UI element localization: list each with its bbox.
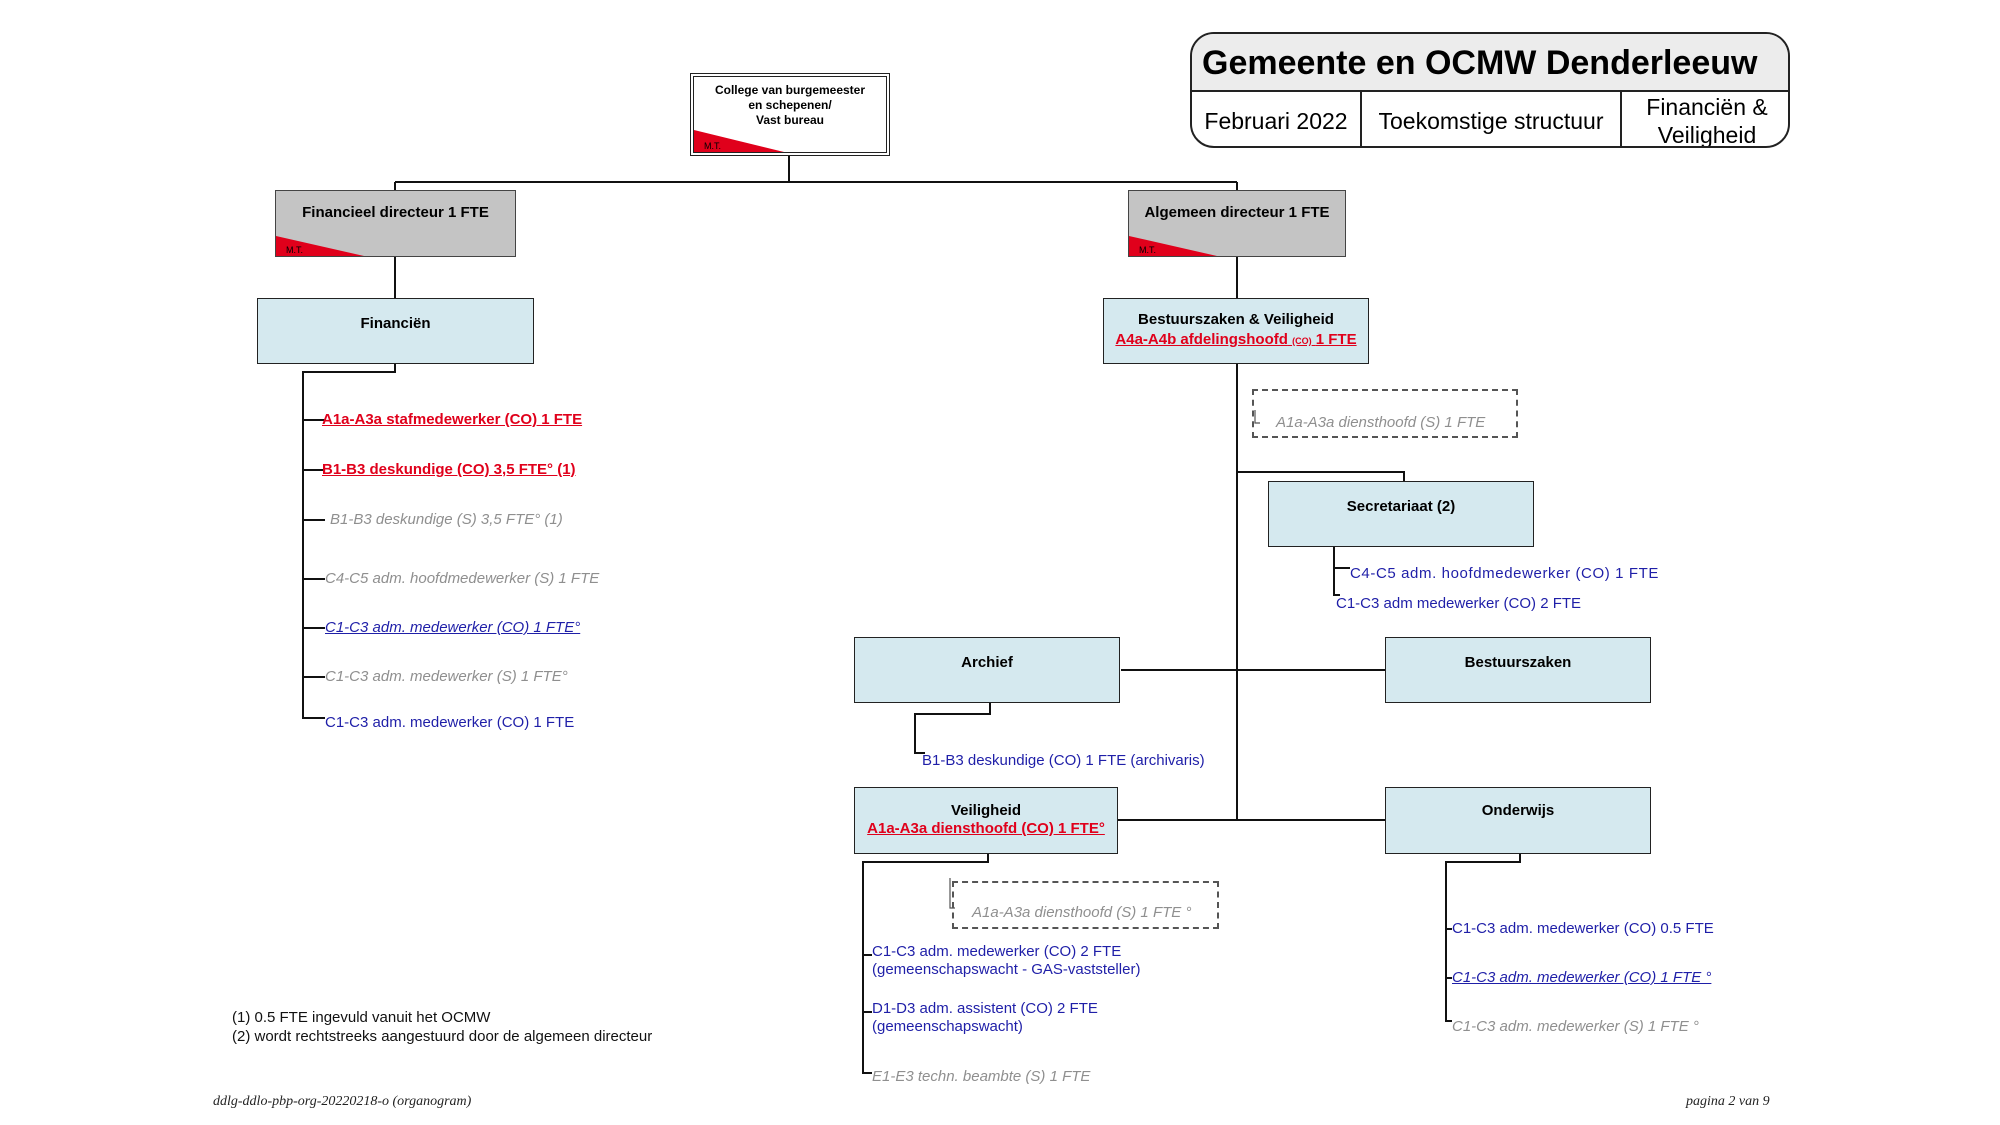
algemeen-directeur-label: Algemeen directeur 1 FTE <box>1144 204 1330 221</box>
college-line-1: College van burgemeester <box>714 83 866 97</box>
veiligheid-item-2-line-1: D1-D3 adm. assistent (CO) 2 FTE <box>872 1000 1098 1017</box>
financieel-directeur-box: Financieel directeur 1 FTE M.T. <box>275 190 516 257</box>
veiligheid-item-3: E1-E3 techn. beambte (S) 1 FTE <box>872 1068 1091 1085</box>
vacant-veiligheid-label: A1a-A3a diensthoofd (S) 1 FTE ° <box>972 904 1192 921</box>
bestuurszaken-veiligheid-title: Bestuurszaken & Veiligheid <box>1138 311 1334 328</box>
bestuurszaken-box: Bestuurszaken <box>1385 637 1651 703</box>
veiligheid-item-1-line-1: C1-C3 adm. medewerker (CO) 2 FTE <box>872 943 1122 960</box>
financien-item-5: C1-C3 adm. medewerker (CO) 1 FTE° <box>325 619 581 636</box>
college-line-2: en schepenen/ <box>748 98 832 112</box>
bestuurszaken-veiligheid-box: Bestuurszaken & Veiligheid A4a-A4b afdel… <box>1103 298 1369 364</box>
mt-badge: M.T. <box>1129 236 1217 256</box>
secretariaat-box: Secretariaat (2) <box>1268 481 1534 547</box>
veiligheid-title: Veiligheid <box>950 802 1022 819</box>
onderwijs-item-2: C1-C3 adm. medewerker (CO) 1 FTE ° <box>1452 969 1712 986</box>
note-2: (2) wordt rechtstreeks aangestuurd door … <box>232 1028 653 1045</box>
algemeen-directeur-box: Algemeen directeur 1 FTE M.T. <box>1128 190 1346 257</box>
department-line-2: Veiligheid <box>1657 122 1757 148</box>
financien-item-1: A1a-A3a stafmedewerker (CO) 1 FTE <box>322 411 583 428</box>
afdelingshoofd-co: (CO) <box>1292 336 1312 346</box>
svg-text:M.T.: M.T. <box>1139 245 1156 255</box>
archief-item: B1-B3 deskundige (CO) 1 FTE (archivaris) <box>922 752 1205 769</box>
afdelingshoofd-label: A4a-A4b afdelingshoofd (CO) 1 FTE <box>1104 331 1368 348</box>
veiligheid-box: Veiligheid A1a-A3a diensthoofd (CO) 1 FT… <box>854 787 1118 854</box>
bestuurszaken-title: Bestuurszaken <box>1464 654 1572 671</box>
veiligheid-diensthoofd: A1a-A3a diensthoofd (CO) 1 FTE° <box>867 820 1105 837</box>
college-box: College van burgemeester en schepenen/ V… <box>690 73 890 156</box>
financien-item-4: C4-C5 adm. hoofdmedewerker (S) 1 FTE <box>325 570 600 587</box>
onderwijs-title: Onderwijs <box>1481 802 1555 819</box>
footer-page-number: pagina 2 van 9 <box>1686 1094 1770 1109</box>
secretariaat-item-2: C1-C3 adm medewerker (CO) 2 FTE <box>1336 595 1582 612</box>
archief-title: Archief <box>961 654 1013 671</box>
vacant-diensthoofd-label: A1a-A3a diensthoofd (S) 1 FTE <box>1276 414 1486 431</box>
secretariaat-title: Secretariaat (2) <box>1346 498 1456 515</box>
financien-item-7: C1-C3 adm. medewerker (CO) 1 FTE <box>325 714 575 731</box>
onderwijs-item-1: C1-C3 adm. medewerker (CO) 0.5 FTE <box>1452 920 1714 937</box>
svg-text:M.T.: M.T. <box>286 245 303 255</box>
financieel-directeur-label: Financieel directeur 1 FTE <box>302 204 489 221</box>
veiligheid-item-1-line-2: (gemeenschapswacht - GAS-vaststeller) <box>872 961 1141 978</box>
veiligheid-item-2: D1-D3 adm. assistent (CO) 2 FTE (gemeens… <box>872 1000 1098 1036</box>
mt-badge: M.T. <box>694 130 784 152</box>
footer-filename: ddlg-ddlo-pbp-org-20220218-o (organogram… <box>213 1094 472 1109</box>
department-line-1: Financiën & <box>1646 94 1768 120</box>
org-title: Gemeente en OCMW Denderleeuw <box>1192 34 1788 92</box>
vacant-veiligheid-box <box>952 881 1219 929</box>
veiligheid-item-2-line-2: (gemeenschapswacht) <box>872 1018 1023 1035</box>
financien-title: Financiën <box>360 315 431 332</box>
svg-text:M.T.: M.T. <box>704 141 721 151</box>
date-cell: Februari 2022 <box>1192 92 1362 146</box>
college-line-3: Vast bureau <box>755 113 825 127</box>
veiligheid-item-1: C1-C3 adm. medewerker (CO) 2 FTE (gemeen… <box>872 943 1140 979</box>
afdelingshoofd-text: A4a-A4b afdelingshoofd <box>1115 331 1288 348</box>
onderwijs-item-3: C1-C3 adm. medewerker (S) 1 FTE ° <box>1452 1018 1699 1035</box>
financien-item-2: B1-B3 deskundige (CO) 3,5 FTE° (1) <box>322 461 576 478</box>
financien-item-3: B1-B3 deskundige (S) 3,5 FTE° (1) <box>330 511 563 528</box>
financien-item-6: C1-C3 adm. medewerker (S) 1 FTE° <box>325 668 568 685</box>
structure-cell: Toekomstige structuur <box>1362 92 1622 146</box>
onderwijs-box: Onderwijs <box>1385 787 1651 854</box>
archief-box: Archief <box>854 637 1120 703</box>
note-1: (1) 0.5 FTE ingevuld vanuit het OCMW <box>232 1009 491 1026</box>
financien-box: Financiën <box>257 298 534 364</box>
title-block: Gemeente en OCMW Denderleeuw Februari 20… <box>1190 32 1790 148</box>
department-cell: Financiën & Veiligheid <box>1622 92 1788 148</box>
vacant-diensthoofd-box <box>1252 389 1518 438</box>
mt-badge: M.T. <box>276 236 364 256</box>
afdelingshoofd-fte: 1 FTE <box>1315 331 1357 348</box>
secretariaat-item-1: C4-C5 adm. hoofdmedewerker (CO) 1 FTE <box>1350 565 1659 582</box>
